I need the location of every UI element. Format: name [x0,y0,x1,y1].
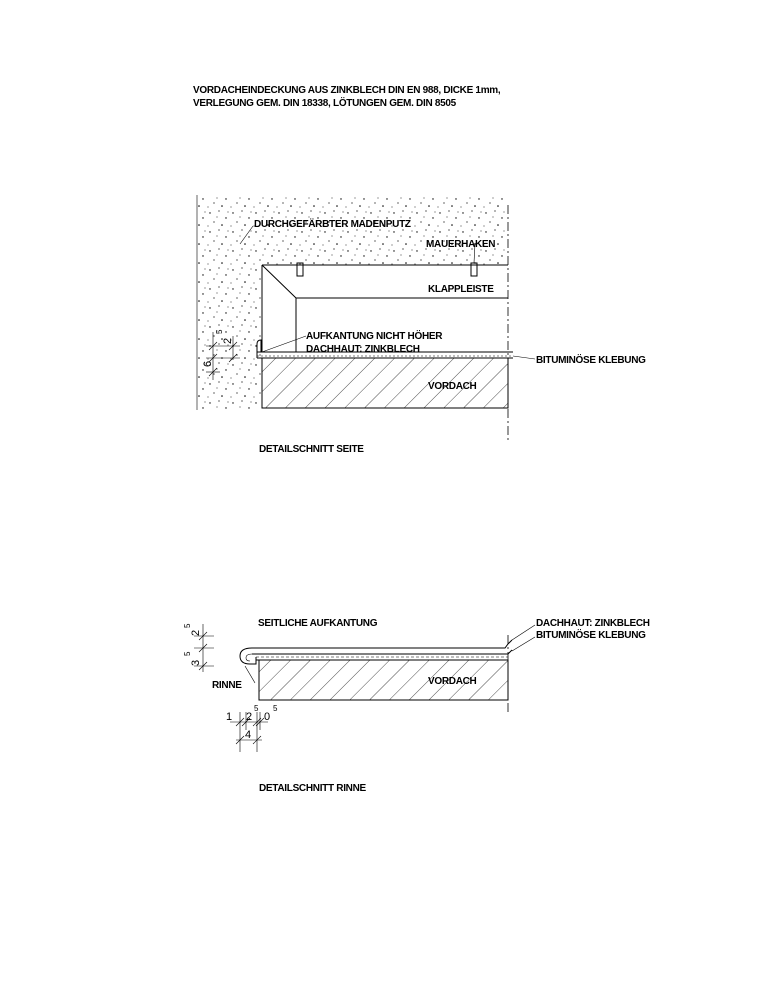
leader-rinne-dachhaut [511,624,536,641]
mauerhaken-left [296,262,304,277]
caption-side: DETAILSCHNITT SEITE [259,444,364,455]
leader-rinne-bitumen [511,636,536,652]
dim-side-2: 2 [222,338,234,344]
dim-side-6: 6 [202,361,214,367]
label-dachhaut: DACHHAUT: ZINKBLECH [306,344,420,355]
caption-rinne: DETAILSCHNITT RINNE [259,783,367,794]
dim-rinne-5b: 5 [183,651,192,656]
dim-chain-rinne-horizontal: 1 2 5 0 5 4 [226,704,278,752]
leader-putz [239,225,254,245]
dim-rinne-5a: 5 [183,623,192,628]
leader-aufkantung [261,335,307,353]
dim-rinne-5c: 5 [254,704,259,713]
dim-chain-side: 6 2 5 [202,329,240,380]
aufkantung-fold [256,339,262,358]
rinne-roll-inner [245,653,253,662]
rinne-roll-outer [239,647,257,665]
dim-rinne-0: 0 [264,711,270,723]
title-line-1: VORDACHEINDECKUNG AUS ZINKBLECH DIN EN 9… [193,85,501,96]
rinne-label-vordach: VORDACH [428,676,477,687]
rinne-label-bitumen: BITUMINÖSE KLEBUNG [536,628,646,641]
leader-mauerhaken [473,242,476,264]
leader-rinne [244,665,256,684]
leader-bitumen [512,355,536,360]
detail-rinne: SEITLICHE AUFKANTUNG DACHHAUT: ZINKBLECH… [183,618,650,794]
dim-rinne-1: 1 [226,711,232,723]
dim-rinne-2b: 2 [246,711,252,723]
label-vordach: VORDACH [428,381,477,392]
rinne-label-dachhaut: DACHHAUT: ZINKBLECH [536,618,650,629]
rinne-dachhaut-mid [252,649,513,655]
title-line-2: VERLEGUNG GEM. DIN 18338, LÖTUNGEN GEM. … [193,96,457,109]
plaster-area [197,195,505,410]
label-putz: DURCHGEFÄRBTER MADENPUTZ [254,217,411,230]
label-bitumen: BITUMINÖSE KLEBUNG [536,353,646,366]
label-aufkantung: AUFKANTUNG NICHT HÖHER [306,329,443,342]
dim-rinne-4: 4 [245,729,251,741]
label-klappleiste: KLAPPLEISTE [428,284,494,295]
dim-chain-rinne-vertical: 2 5 3 5 [183,623,214,672]
detail-side: DURCHGEFÄRBTER MADENPUTZ MAUERHAKEN KLAP… [196,195,646,455]
vordach-hatch [262,358,508,408]
dim-rinne-2: 2 [190,630,202,636]
rinne-label-rinne: RINNE [212,680,242,691]
dim-side-5: 5 [215,329,224,334]
recess [262,265,508,352]
dim-rinne-3: 3 [190,660,202,666]
rinne-vordach-hatch [259,660,508,700]
dim-rinne-5d: 5 [273,704,278,713]
rinne-label-aufkantung: SEITLICHE AUFKANTUNG [258,618,378,629]
rinne-dachhaut-top [252,639,513,649]
label-mauerhaken: MAUERHAKEN [426,239,495,250]
